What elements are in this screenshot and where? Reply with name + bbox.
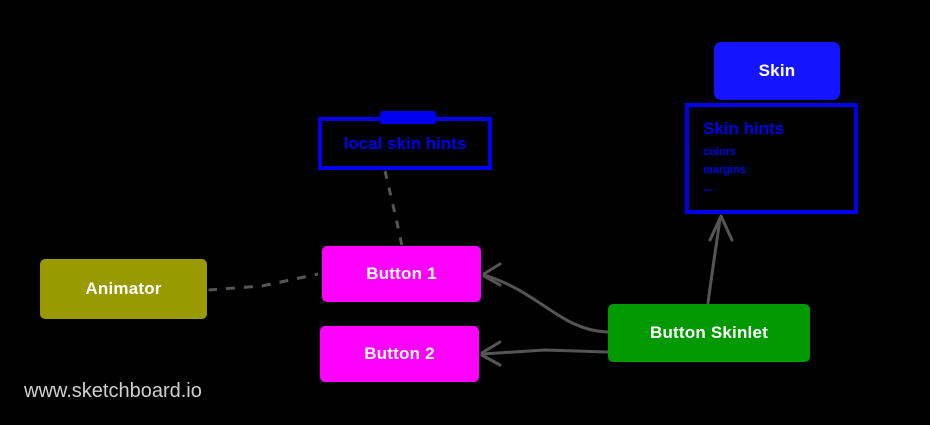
arrowhead-button2: [478, 340, 502, 367]
node-skin[interactable]: Skin: [714, 42, 840, 100]
skin-hints-line-margins: margins: [703, 164, 746, 176]
node-skin-label: Skin: [758, 61, 796, 80]
edge-animator-to-button1: [207, 272, 319, 292]
node-local-skin-hints[interactable]: local skin hints: [318, 111, 492, 170]
skin-hints-title: Skin hints: [703, 119, 785, 138]
node-animator-label: Animator: [85, 279, 162, 298]
skin-hints-line-colors: colors: [703, 146, 737, 158]
note-tab-icon: [380, 111, 436, 124]
node-button-skinlet-label: Button Skinlet: [649, 323, 768, 342]
arrowhead-button1: [480, 262, 502, 287]
edge-button-skinlet-to-button2: [480, 348, 609, 356]
node-button-2-label: Button 2: [364, 344, 435, 363]
node-local-skin-hints-label: local skin hints: [343, 133, 467, 153]
skin-hints-body: Skin hints colors margins ...: [703, 119, 784, 200]
arrowhead-skin-hints: [708, 214, 734, 242]
node-button-1-label: Button 1: [366, 264, 437, 283]
node-button-skinlet[interactable]: Button Skinlet: [608, 304, 810, 362]
node-animator[interactable]: Animator: [40, 259, 207, 319]
edge-local-skin-hints-to-button1: [383, 170, 404, 247]
node-button-1[interactable]: Button 1: [322, 246, 481, 302]
watermark: www.sketchboard.io: [24, 380, 202, 402]
skin-hints-line-ellipsis: ...: [703, 182, 713, 194]
edge-button-skinlet-to-skin-hints: [706, 216, 722, 305]
node-skin-hints[interactable]: Skin hints colors margins ...: [685, 103, 858, 214]
node-button-2[interactable]: Button 2: [320, 326, 479, 382]
edge-button-skinlet-to-button1: [482, 273, 609, 334]
